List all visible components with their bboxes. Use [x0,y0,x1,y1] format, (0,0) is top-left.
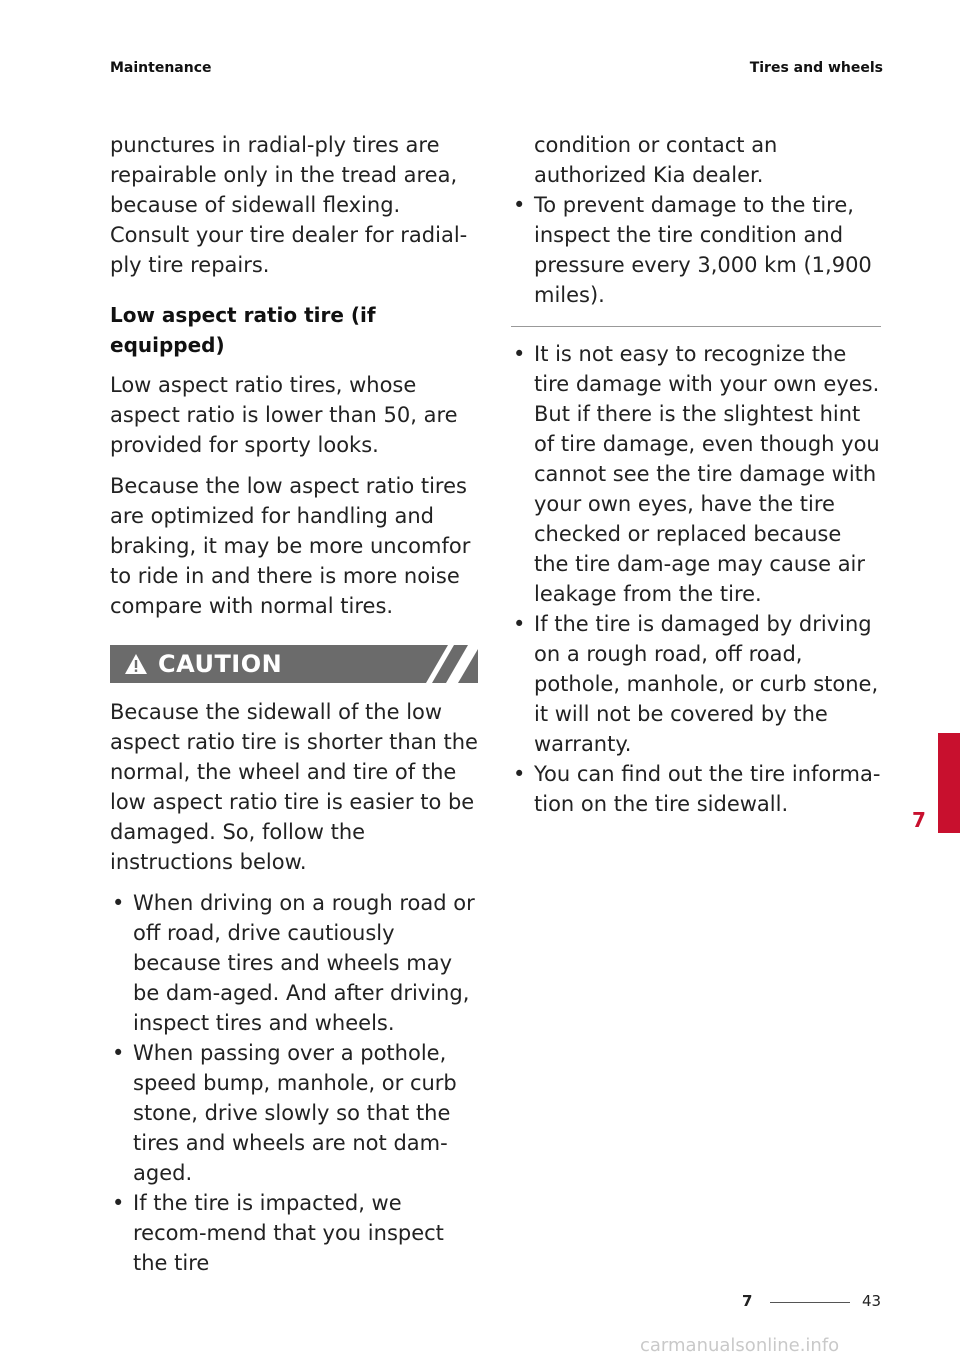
bullet-icon: • [112,1191,125,1215]
list-item: • If the tire is impacted, we recom-mend … [110,1188,478,1278]
bullet-icon: • [112,1041,125,1065]
list-item-text: When passing over a pothole, speed bump,… [133,1041,457,1185]
stripes-decoration [426,645,478,683]
warning-icon [125,654,147,674]
list-item: • When driving on a rough road or off roa… [110,888,478,1038]
list-item-continuation: condition or contact an authorized Kia d… [511,130,881,190]
caution-bullet-list: • When driving on a rough road or off roa… [110,888,478,1278]
right-column: condition or contact an authorized Kia d… [511,130,881,819]
list-item-text: To prevent damage to the tire, inspect t… [534,193,872,307]
list-item: • If the tire is damaged by driving on a … [511,609,881,759]
intro-paragraph: punctures in radial-ply tires are repair… [110,133,468,277]
page-number: 43 [862,1292,882,1310]
chapter-tab-number: 7 [912,808,926,832]
caution-banner: CAUTION [110,645,478,683]
chapter-tab [938,733,960,833]
bullet-icon: • [513,612,526,636]
footer-chapter: 7 [742,1292,753,1310]
paragraph: Low aspect ratio tires, whose aspect rat… [110,373,458,457]
list-item-text: If the tire is damaged by driving on a r… [534,612,879,756]
caution-title: CAUTION [158,650,283,678]
list-item: • You can find out the tire informa-tion … [511,759,881,819]
caution-intro: Because the sidewall of the low aspect r… [110,700,478,874]
list-item-text: It is not easy to recognize the tire dam… [534,342,880,606]
list-item: • To prevent damage to the tire, inspect … [511,190,881,310]
header-section: Maintenance [110,60,212,76]
list-item-text: If the tire is impacted, we recom-mend t… [133,1191,444,1275]
left-column: punctures in radial-ply tires are repair… [110,130,478,1278]
bullet-list-bottom: • It is not easy to recognize the tire da… [511,339,881,819]
bullet-icon: • [112,891,125,915]
list-item: • When passing over a pothole, speed bump… [110,1038,478,1188]
footer-divider [770,1302,850,1303]
list-item-text: When driving on a rough road or off road… [133,891,475,1035]
paragraph: Because the low aspect ratio tires are o… [110,474,471,618]
bullet-icon: • [513,762,526,786]
list-item-text: You can find out the tire informa-tion o… [534,762,881,816]
divider [511,326,881,327]
bullet-list-top: condition or contact an authorized Kia d… [511,130,881,310]
list-item-text: condition or contact an authorized Kia d… [534,133,778,187]
watermark: carmanualsonline.info [640,1335,840,1356]
section-heading: Low aspect ratio tire (if equipped) [110,303,376,357]
header-chapter: Tires and wheels [749,60,883,76]
bullet-icon: • [513,342,526,366]
list-item: • It is not easy to recognize the tire da… [511,339,881,609]
bullet-icon: • [513,193,526,217]
